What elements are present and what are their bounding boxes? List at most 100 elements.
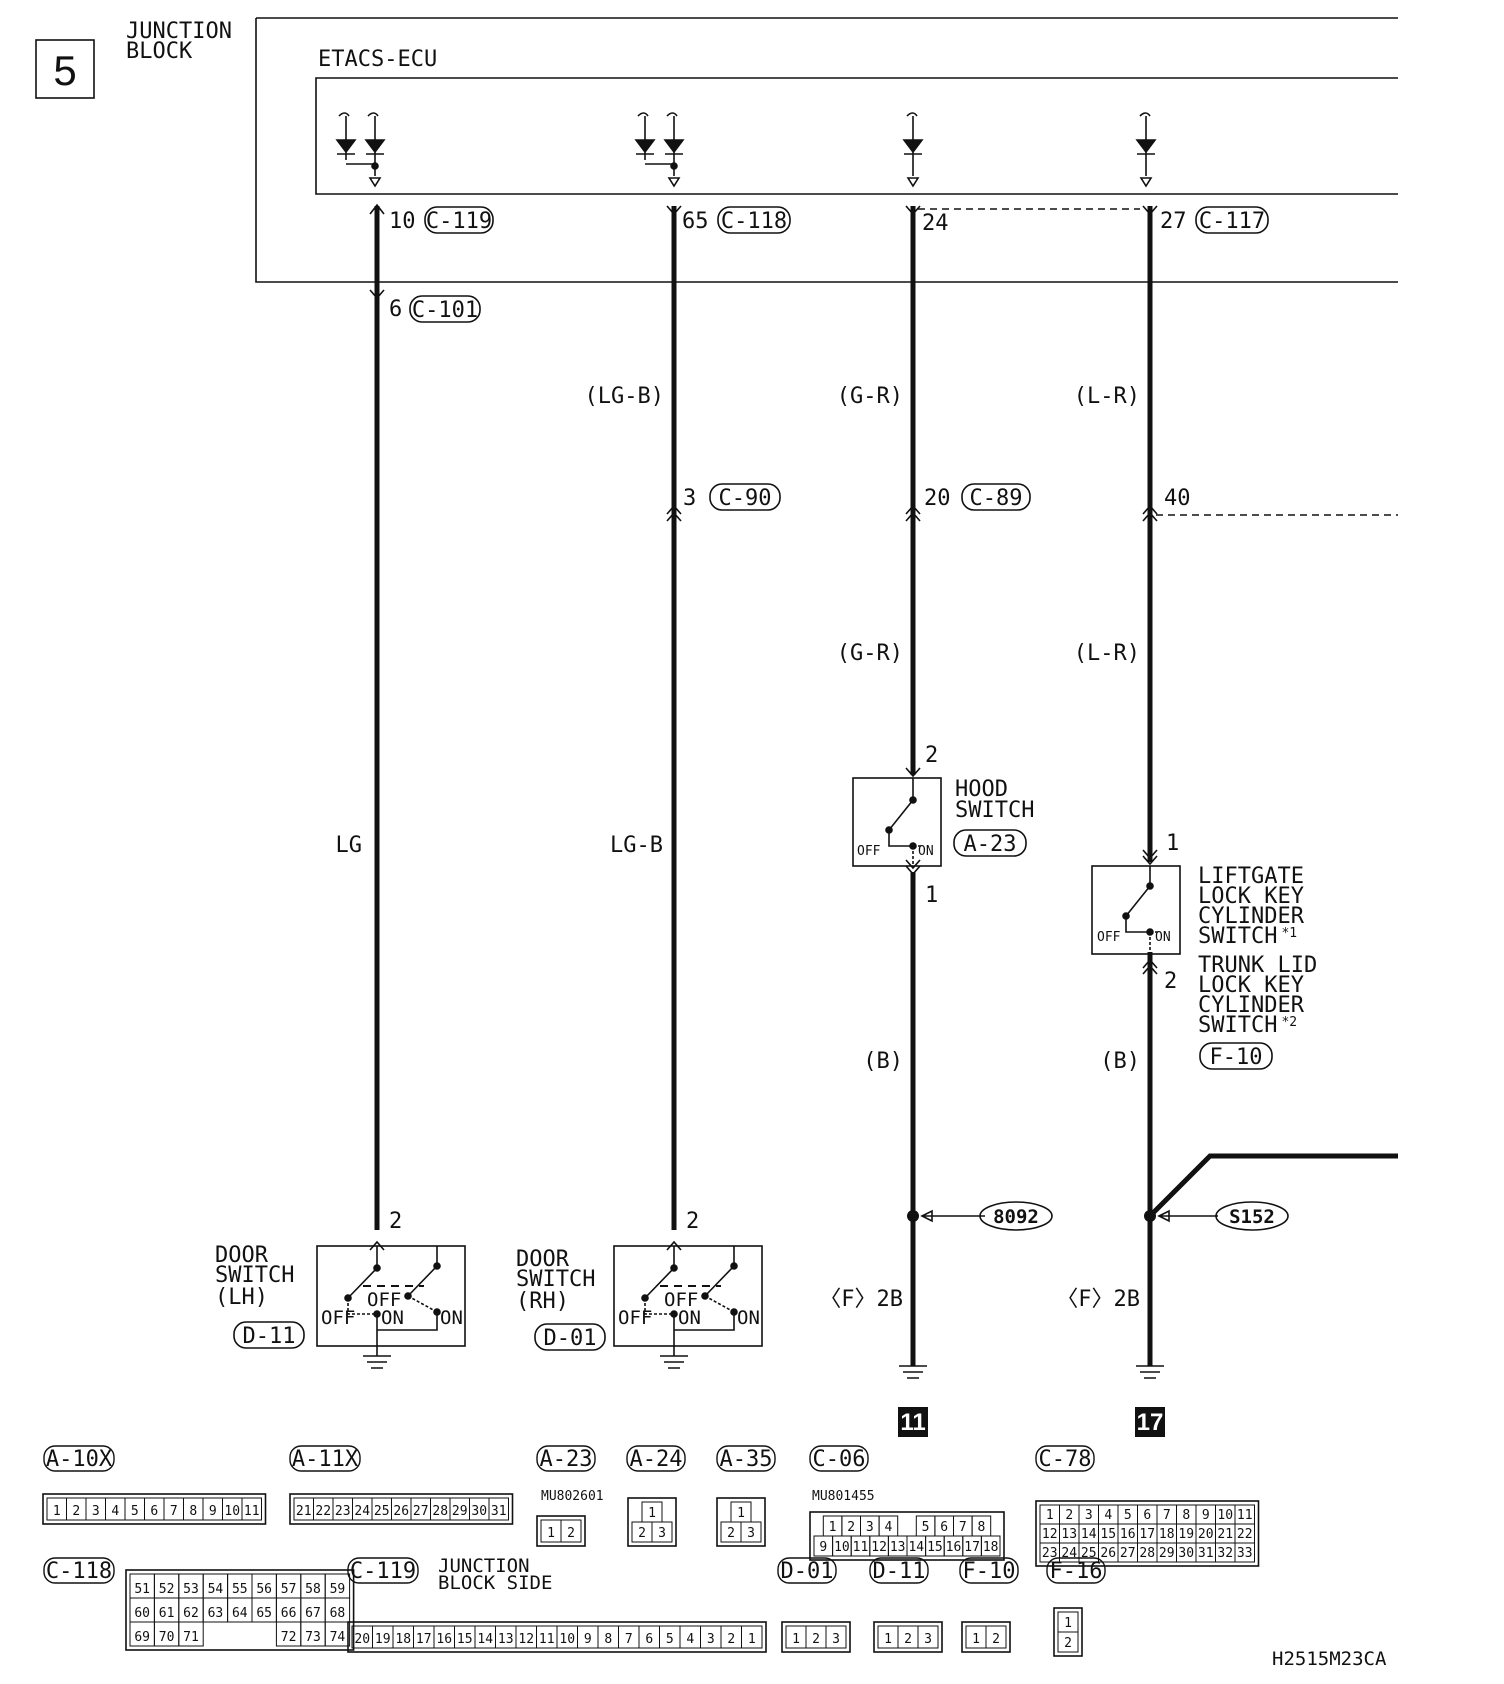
c78-pin-label: 4 <box>1104 1508 1112 1523</box>
d11-id-tag <box>869 1557 929 1584</box>
c119-pin-label: 2 <box>727 1632 735 1647</box>
c06-pin-label: 17 <box>964 1540 980 1555</box>
terminal-w2-top: 65 <box>682 209 709 234</box>
door-rh-conn: D-01 <box>544 1326 597 1351</box>
c118-pin-label: 61 <box>159 1606 175 1621</box>
c119-housing <box>347 1621 767 1653</box>
c78-cavity <box>1234 1542 1255 1563</box>
c78-pin-label: 20 <box>1198 1527 1214 1542</box>
c78-pin-label: 31 <box>1198 1546 1214 1561</box>
c119-pin-label: 18 <box>395 1632 411 1647</box>
f10-cavity <box>985 1625 1007 1649</box>
a23-cavity <box>560 1519 582 1543</box>
f10-id-tag <box>959 1557 1019 1584</box>
a10x-housing <box>42 1493 267 1525</box>
c118-pin-label: 56 <box>256 1582 272 1597</box>
a11x-pin-label: 31 <box>491 1504 507 1519</box>
c119-pin-label: 17 <box>416 1632 432 1647</box>
a10x-pin-label: 5 <box>131 1504 139 1519</box>
c78-pin-label: 6 <box>1143 1508 1151 1523</box>
c06-pin-label: 12 <box>871 1540 887 1555</box>
c06-pin-label: 11 <box>853 1540 869 1555</box>
c118-cavity <box>324 1621 351 1647</box>
c119-pin-label: 12 <box>518 1632 534 1647</box>
liftgate-pin-bottom: 2 <box>1164 969 1177 994</box>
page-number: 5 <box>53 47 76 94</box>
hood-switch-on: ON <box>918 844 934 859</box>
connector-w3-mid: C-89 <box>970 486 1023 511</box>
a11x-pin-label: 27 <box>413 1504 429 1519</box>
door-lh-on-2: ON <box>440 1307 463 1329</box>
splice-s152-dot <box>1144 1210 1156 1222</box>
c119-pin-label: 9 <box>584 1632 592 1647</box>
ecu-diodes <box>335 112 1157 188</box>
hood-pin-bottom: 1 <box>925 883 938 908</box>
terminal-w3-mid: 20 <box>924 486 951 511</box>
c78-pin-label: 24 <box>1061 1546 1077 1561</box>
a23-pin-label: 2 <box>567 1526 575 1541</box>
door-lh-pin: 2 <box>389 1209 402 1234</box>
terminal-w2-mid: 3 <box>683 486 696 511</box>
c78-pin-label: 5 <box>1124 1508 1132 1523</box>
a24-pin-label: 2 <box>638 1526 646 1541</box>
liftgate-switch-off: OFF <box>1097 930 1121 945</box>
c118-pin-label: 67 <box>305 1606 321 1621</box>
a10x-pin-label: 10 <box>224 1504 240 1519</box>
a10x-pin-label: 6 <box>150 1504 158 1519</box>
wire-color-w4-bottom: (B) <box>1100 1049 1140 1074</box>
c06-pin-label: 15 <box>927 1540 943 1555</box>
c119-pin-label: 8 <box>604 1632 612 1647</box>
c119-pin-label: 5 <box>666 1632 674 1647</box>
a24-id: A-24 <box>630 1447 683 1472</box>
c118-pin-label: 63 <box>208 1606 224 1621</box>
terminal-w3-top: 24 <box>922 211 949 236</box>
ground-2-ref-box <box>1135 1407 1165 1437</box>
c78-pin-label: 22 <box>1237 1527 1253 1542</box>
c06-pin-label: 4 <box>884 1520 892 1535</box>
d11-pin-label: 1 <box>884 1632 892 1647</box>
a11x-pin-label: 25 <box>374 1504 390 1519</box>
c119-subtitle-2: BLOCK SIDE <box>438 1572 552 1594</box>
wire-s152-branch <box>1148 1153 1398 1218</box>
c118-pin-label: 73 <box>305 1630 321 1645</box>
a11x-pin-label: 22 <box>315 1504 331 1519</box>
c78-housing <box>1035 1500 1260 1567</box>
liftgate-switch-conn: F-10 <box>1210 1045 1263 1070</box>
c78-pin-label: 8 <box>1182 1508 1190 1523</box>
a35-id: A-35 <box>720 1447 773 1472</box>
c78-pin-label: 30 <box>1178 1546 1194 1561</box>
door-lh-conn: D-11 <box>243 1324 296 1349</box>
d01-pin-label: 3 <box>832 1632 840 1647</box>
c78-pin-label: 26 <box>1100 1546 1116 1561</box>
c06-id: C-06 <box>813 1447 866 1472</box>
terminal-w1-top: 10 <box>389 209 416 234</box>
etacs-ecu-label: ETACS-ECU <box>318 47 437 72</box>
c118-pin-label: 60 <box>134 1606 150 1621</box>
a10x-pin-label: 4 <box>111 1504 119 1519</box>
c78-pin-label: 12 <box>1042 1527 1058 1542</box>
c06-pin-label: 1 <box>829 1520 837 1535</box>
c78-pin-label: 14 <box>1081 1527 1097 1542</box>
wire-color-w4-lower: (L-R) <box>1074 641 1140 666</box>
c119-pin-label: 15 <box>457 1632 473 1647</box>
connector-w2-top: C-118 <box>721 209 787 234</box>
c06-pin-label: 7 <box>959 1520 967 1535</box>
c78-pin-label: 23 <box>1042 1546 1058 1561</box>
a23-part-number: MU802601 <box>541 1489 604 1504</box>
c119-pin-label: 3 <box>707 1632 715 1647</box>
c118-pin-label: 71 <box>183 1630 199 1645</box>
c06-pin-label: 3 <box>866 1520 874 1535</box>
c78-pin-label: 3 <box>1085 1508 1093 1523</box>
d01-pin-label: 1 <box>792 1632 800 1647</box>
a24-pin-label: 1 <box>648 1506 656 1521</box>
a10x-pin-label: 3 <box>92 1504 100 1519</box>
d11-pin-label: 3 <box>924 1632 932 1647</box>
c78-pin-label: 19 <box>1178 1527 1194 1542</box>
a10x-pin-label: 11 <box>244 1504 260 1519</box>
a35-pin-label: 3 <box>747 1526 755 1541</box>
connector-w1-jb: C-101 <box>412 298 478 323</box>
a23-pin-label: 1 <box>547 1526 555 1541</box>
c06-pin-label: 8 <box>977 1520 985 1535</box>
c118-pin-label: 53 <box>183 1582 199 1597</box>
